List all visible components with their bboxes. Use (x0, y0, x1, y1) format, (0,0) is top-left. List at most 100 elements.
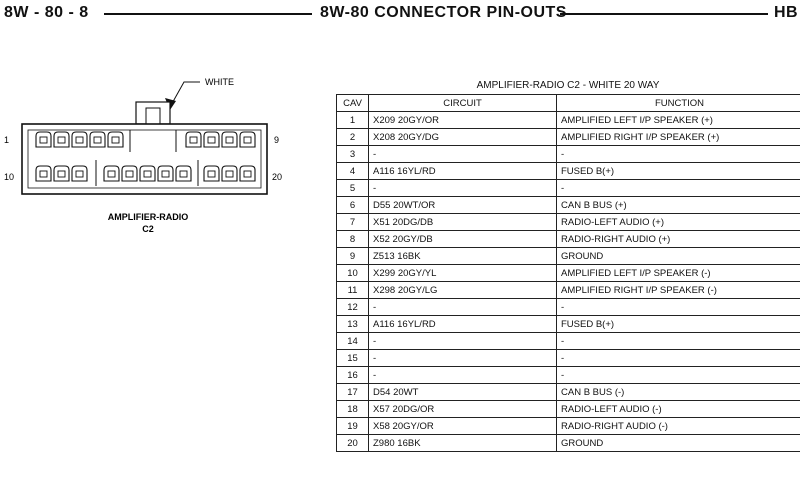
function-cell: RADIO-RIGHT AUDIO (+) (556, 230, 800, 248)
header-rule-left (104, 13, 312, 15)
cavity (103, 165, 120, 182)
connector-diagram: WHITE 1 9 10 20 AMPLIFIER-RADIO C2 (4, 77, 282, 234)
col-header-circuit: CIRCUIT (368, 94, 557, 112)
circuit-cell: Z513 16BK (368, 247, 557, 265)
circuit-cell: X299 20GY/YL (368, 264, 557, 282)
cav-cell: 15 (336, 349, 369, 367)
cav-cell: 5 (336, 179, 369, 197)
function-cell: - (556, 349, 800, 367)
section-code: 8W - 80 - 8 (4, 4, 89, 21)
connector-id: C2 (142, 224, 154, 234)
cav-cell: 17 (336, 383, 369, 401)
function-cell: - (556, 366, 800, 384)
function-cell: GROUND (556, 434, 800, 452)
pin-label-20: 20 (272, 172, 282, 182)
cavity (71, 131, 88, 148)
circuit-cell: - (368, 349, 557, 367)
table-row: 16-- (336, 366, 800, 384)
cavity (221, 131, 238, 148)
function-cell: CAN B BUS (-) (556, 383, 800, 401)
cav-cell: 3 (336, 145, 369, 163)
table-title: AMPLIFIER-RADIO C2 - WHITE 20 WAY (476, 80, 660, 91)
cav-cell: 2 (336, 128, 369, 146)
connector-color-label: WHITE (205, 77, 234, 87)
pin-label-9: 9 (274, 135, 279, 145)
cavity (203, 165, 220, 182)
leader-line (169, 81, 200, 108)
function-cell: AMPLIFIED RIGHT I/P SPEAKER (+) (556, 128, 800, 146)
cavity (185, 131, 202, 148)
cavity (139, 165, 156, 182)
function-cell: RADIO-LEFT AUDIO (-) (556, 400, 800, 418)
function-cell: - (556, 332, 800, 350)
cavity (175, 165, 192, 182)
function-cell: - (556, 298, 800, 316)
cavity (35, 131, 52, 148)
cavity (239, 131, 256, 148)
table-row: 3-- (336, 145, 800, 163)
function-cell: - (556, 179, 800, 197)
function-cell: AMPLIFIED LEFT I/P SPEAKER (-) (556, 264, 800, 282)
cav-cell: 4 (336, 162, 369, 180)
function-cell: GROUND (556, 247, 800, 265)
function-cell: FUSED B(+) (556, 162, 800, 180)
cavity (53, 131, 70, 148)
circuit-cell: X57 20DG/OR (368, 400, 557, 418)
cav-cell: 8 (336, 230, 369, 248)
cav-cell: 11 (336, 281, 369, 299)
connector-name: AMPLIFIER-RADIO (108, 212, 189, 222)
cavity (157, 165, 174, 182)
function-cell: AMPLIFIED RIGHT I/P SPEAKER (-) (556, 281, 800, 299)
cavity (71, 165, 88, 182)
function-cell: FUSED B(+) (556, 315, 800, 333)
header-right-code: HB (774, 4, 799, 21)
pin-label-10: 10 (4, 172, 14, 182)
circuit-cell: X209 20GY/OR (368, 111, 557, 129)
cav-cell: 7 (336, 213, 369, 231)
col-header-cav: CAV (336, 94, 369, 112)
circuit-cell: - (368, 366, 557, 384)
table-row: 15-- (336, 349, 800, 367)
cav-cell: 1 (336, 111, 369, 129)
page-header: 8W - 80 - 8 8W-80 CONNECTOR PIN-OUTS HB (0, 0, 800, 30)
table-row: 5-- (336, 179, 800, 197)
cav-cell: 9 (336, 247, 369, 265)
header-rule-right (560, 13, 768, 15)
circuit-cell: A116 16YL/RD (368, 162, 557, 180)
function-cell: RADIO-LEFT AUDIO (+) (556, 213, 800, 231)
cav-cell: 10 (336, 264, 369, 282)
circuit-cell: - (368, 179, 557, 197)
page-title: 8W-80 CONNECTOR PIN-OUTS (320, 4, 567, 21)
circuit-cell: X52 20GY/DB (368, 230, 557, 248)
cavity (121, 165, 138, 182)
cavity (239, 165, 256, 182)
circuit-cell: X208 20GY/DG (368, 128, 557, 146)
circuit-cell: - (368, 332, 557, 350)
cav-cell: 13 (336, 315, 369, 333)
cav-cell: 16 (336, 366, 369, 384)
function-cell: AMPLIFIED LEFT I/P SPEAKER (+) (556, 111, 800, 129)
cavity-grid (35, 130, 256, 186)
cavity (53, 165, 70, 182)
col-header-function: FUNCTION (556, 94, 800, 112)
pin-label-1: 1 (4, 135, 9, 145)
cav-cell: 20 (336, 434, 369, 452)
table-row: 14-- (336, 332, 800, 350)
circuit-cell: X51 20DG/DB (368, 213, 557, 231)
function-cell: CAN B BUS (+) (556, 196, 800, 214)
circuit-cell: A116 16YL/RD (368, 315, 557, 333)
cavity (203, 131, 220, 148)
circuit-cell: X298 20GY/LG (368, 281, 557, 299)
cavity (35, 165, 52, 182)
